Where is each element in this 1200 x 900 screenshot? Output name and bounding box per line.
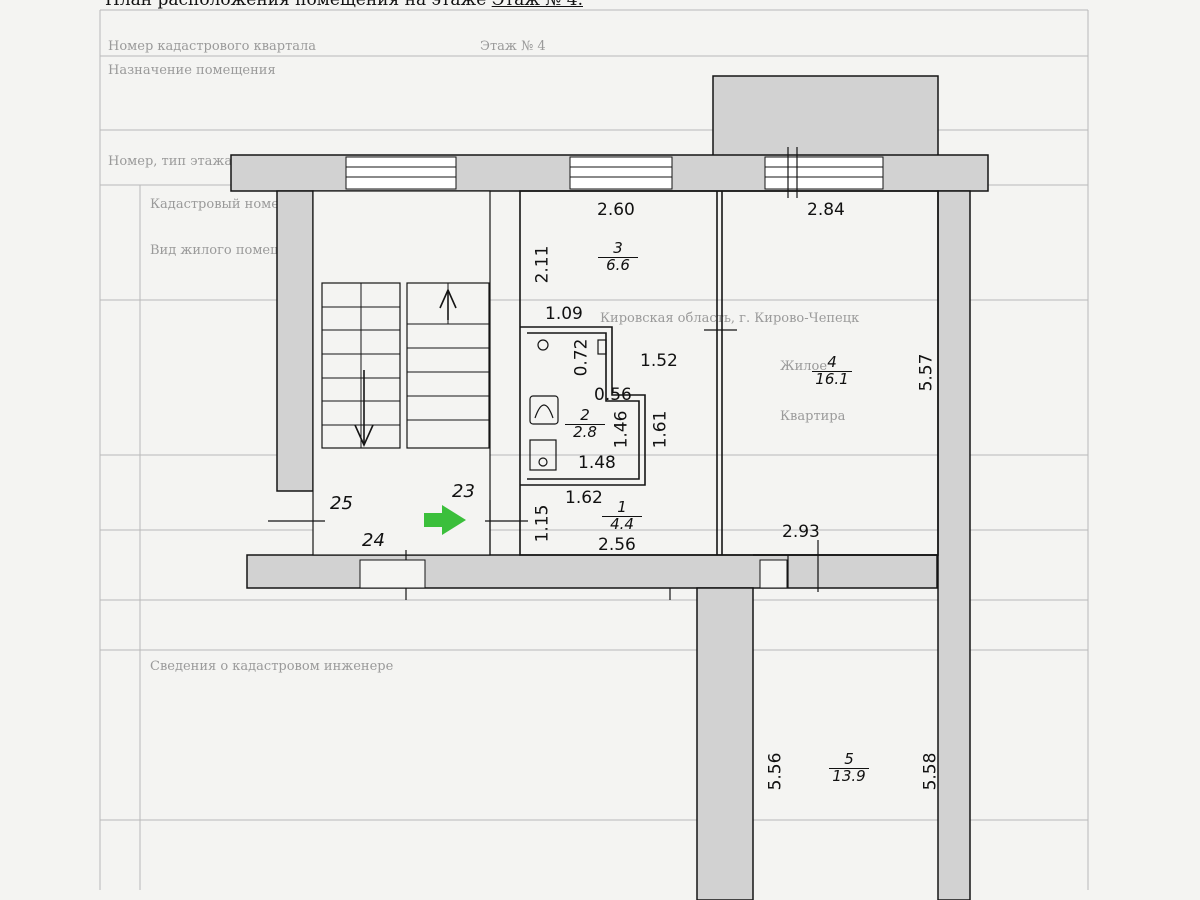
dim-hall-height: 1.15 <box>532 504 553 543</box>
dim-wc-height: 0.72 <box>571 338 592 377</box>
dim-room3-width: 2.60 <box>597 200 635 220</box>
stair-arrows <box>354 288 457 447</box>
dim-room5-right: 5.58 <box>920 752 941 791</box>
apartment-walls <box>519 190 939 556</box>
bg-form-text: Номер, тип этажа <box>108 154 233 169</box>
plan-title: План расположения помещения на этаже Эта… <box>105 0 583 10</box>
dim-corridor-width: 1.52 <box>640 351 678 371</box>
dim-gap: 0.56 <box>594 385 632 405</box>
dim-hall-top: 1.62 <box>565 488 603 508</box>
bg-form-text: Сведения о кадастровом инженере <box>150 659 394 674</box>
room5-door-opening <box>759 559 788 589</box>
dim-room4-height: 5.57 <box>916 353 937 392</box>
dim-hall-bottom: 2.56 <box>598 535 636 555</box>
dim-bath-width: 1.48 <box>578 453 616 473</box>
bg-form-text: Вид жилого помещения <box>150 243 316 258</box>
balcony <box>712 75 939 157</box>
common-area-24: 24 <box>362 530 385 551</box>
dim-bath-height: 1.61 <box>650 410 671 449</box>
bg-form-text: Номер кадастрового квартала <box>108 39 317 54</box>
windows <box>345 156 884 190</box>
dim-wc-width: 1.09 <box>545 304 583 324</box>
dim-room3-height: 2.11 <box>532 245 553 284</box>
bathroom-fixtures <box>529 339 607 471</box>
arrow-right-icon <box>424 505 466 535</box>
bg-form-text: Этаж № 4 <box>480 39 546 54</box>
common-area-23: 23 <box>452 481 475 502</box>
dim-bath-depth: 1.46 <box>611 410 632 449</box>
entrance-opening <box>359 559 426 589</box>
dim-room5-left: 5.56 <box>765 752 786 791</box>
dim-room4-width: 2.84 <box>807 200 845 220</box>
bg-form-text: Назначение помещения <box>108 63 276 78</box>
floor-number: Этаж № 4. <box>491 0 583 10</box>
dim-room4-bottom: 2.93 <box>782 522 820 542</box>
bg-form-text: Кировская область, г. Кирово-Чепецк <box>600 311 860 326</box>
bg-form-text: Жилое <box>780 359 828 374</box>
bg-form-text: Квартира <box>780 409 846 424</box>
stairwell <box>312 190 491 556</box>
common-area-25: 25 <box>330 493 353 514</box>
